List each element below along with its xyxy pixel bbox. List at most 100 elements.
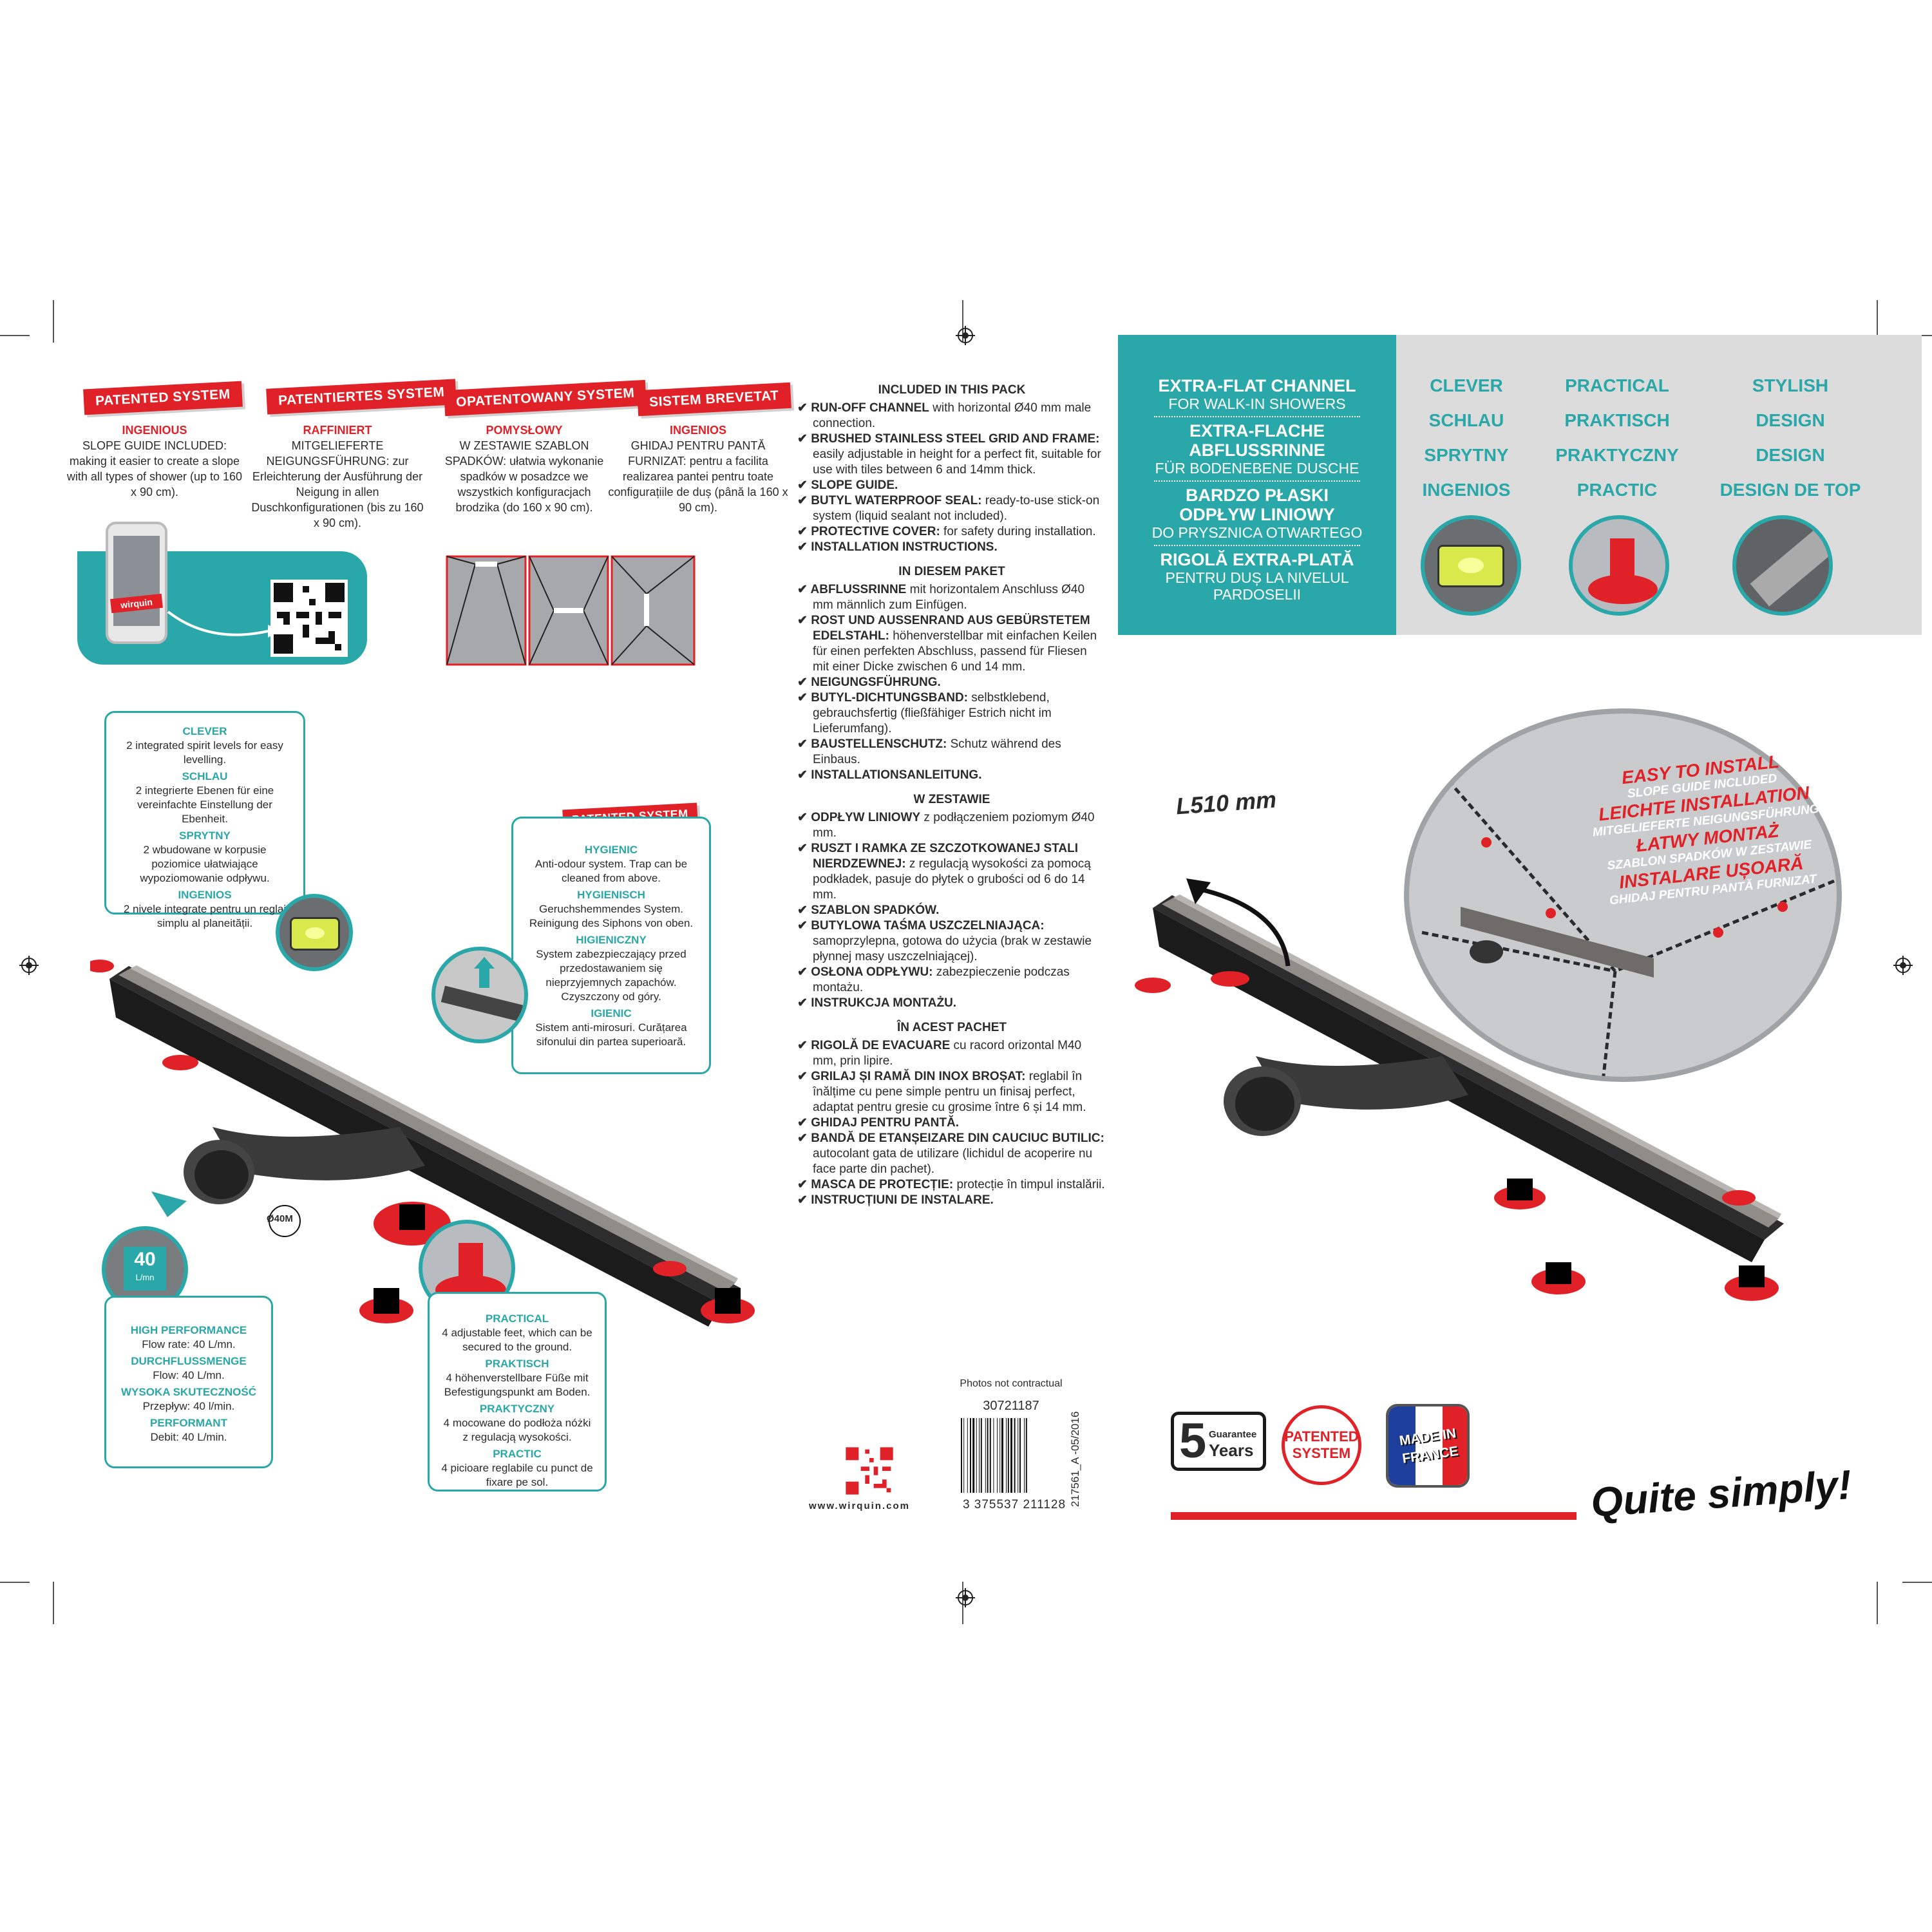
feature-heading: SCHLAU xyxy=(182,770,228,782)
barcode-bar xyxy=(970,1418,971,1493)
quality-practical: PRACTICAL PRAKTISCH PRAKTYCZNY PRACTIC xyxy=(1543,368,1691,507)
patent-body: GHIDAJ PENTRU PANTĂ FURNIZAT: pentru a f… xyxy=(608,439,788,514)
patent-column-ro: INGENIOS GHIDAJ PENTRU PANTĂ FURNIZAT: p… xyxy=(608,422,788,515)
pack-item-bold: BAUSTELLENSCHUTZ: xyxy=(811,737,947,751)
guarantee-line1: Guarantee xyxy=(1209,1429,1257,1440)
pack-item: OSŁONA ODPŁYWU: zabezpieczenie podczas m… xyxy=(797,965,1106,996)
phone-icon: wirquin xyxy=(106,522,167,644)
feature-heading: HIGIENICZNY xyxy=(576,934,647,946)
pack-item-text: z regulacją wysokości za pomocą podkłade… xyxy=(813,857,1091,902)
feature-heading: PRAKTYCZNY xyxy=(479,1403,555,1415)
barcode-bar xyxy=(989,1418,991,1493)
pack-item: BUTYLOWA TAŚMA USZCZELNIAJĄCA: samoprzyl… xyxy=(797,918,1106,965)
barcode-bar xyxy=(997,1418,998,1493)
patent-heading: POMYSŁOWY xyxy=(486,424,563,437)
crop-mark xyxy=(53,300,54,343)
slope-guide-chain-icon xyxy=(1421,764,1835,1077)
quality-label: PRACTIC xyxy=(1577,480,1658,500)
product-illustration-left xyxy=(90,960,755,1327)
pack-item-bold: NEIGUNGSFÜHRUNG. xyxy=(811,676,941,689)
pack-item-text: autocolant gata de utilizare (lichidul d… xyxy=(813,1147,1093,1176)
barcode-bar xyxy=(985,1418,986,1493)
title-sub: DO PRYSZNICA OTWARTEGO xyxy=(1151,524,1363,541)
pack-item: BUTYL-DICHTUNGSBAND: selbstklebend, gebr… xyxy=(797,690,1106,737)
pack-item-text: mit horizontalem Anschluss Ø40 mm männli… xyxy=(813,583,1085,612)
feature-text: Flow: 40 L/mn. xyxy=(153,1369,225,1381)
made-in-france-badge: MADE IN FRANCE xyxy=(1386,1404,1470,1488)
title-sub: FÜR BODENEBENE DUSCHE xyxy=(1155,460,1359,477)
feature-text: 4 picioare reglabile cu punct de fixare … xyxy=(441,1462,593,1488)
pack-item: INSTALLATION INSTRUCTIONS. xyxy=(797,540,1106,555)
pack-section-title: ÎN ACEST PACHET xyxy=(897,1021,1007,1034)
pack-item-text: with horizontal Ø40 mm male connection. xyxy=(813,401,1092,430)
feature-heading: DURCHFLUSSMENGE xyxy=(131,1355,247,1367)
pack-item: INSTALLATIONSANLEITUNG. xyxy=(797,768,1106,783)
qr-code-icon[interactable] xyxy=(270,580,348,657)
quality-stylish: STYLISH DESIGN DESIGN DESIGN DE TOP xyxy=(1713,368,1868,507)
feature-heading: HIGH PERFORMANCE xyxy=(130,1324,247,1336)
feature-heading: SPRYTNY xyxy=(179,829,231,842)
barcode-bar xyxy=(979,1418,980,1493)
pack-item: BAUSTELLENSCHUTZ: Schutz während des Ein… xyxy=(797,737,1106,768)
pack-item-text: z podłączeniem poziomym Ø40 mm. xyxy=(813,811,1095,840)
pack-item: RUSZT I RAMKA ZE SZCZOTKOWANEJ STALI NIE… xyxy=(797,841,1106,903)
quality-label: SPRYTNY xyxy=(1424,445,1509,465)
feature-text: 2 integrierte Ebenen für eine vereinfach… xyxy=(135,784,274,825)
feature-text: Geruchshemmendes System. Reinigung des S… xyxy=(529,903,694,929)
pack-item-bold: ABFLUSSRINNE xyxy=(810,583,907,596)
patent-column-de: RAFFINIERT MITGELIEFERTE NEIGUNGSFÜHRUNG… xyxy=(247,422,428,531)
pack-item-bold: PROTECTIVE COVER: xyxy=(811,525,940,538)
pack-item-bold: BUTYL-DICHTUNGSBAND: xyxy=(811,691,969,705)
title-main: RIGOLĂ EXTRA-PLATĂ xyxy=(1160,550,1354,569)
feature-text: 2 wbudowane w korpusie poziomice ułatwia… xyxy=(140,844,270,884)
outlet-label: Ø40M xyxy=(267,1213,293,1224)
pack-item-text: ready-to-use stick-on system (liquid sea… xyxy=(813,494,1100,523)
title-main: EXTRA-FLAT CHANNEL xyxy=(1158,376,1356,395)
pack-item-bold: INSTALLATIONSANLEITUNG. xyxy=(811,768,982,782)
feature-heading: PRACTICAL xyxy=(485,1312,549,1325)
pack-item-bold: OSŁONA ODPŁYWU: xyxy=(811,965,933,979)
registration-mark-icon xyxy=(19,956,39,975)
product-code: 30721187 xyxy=(983,1399,1039,1413)
quality-label: DESIGN xyxy=(1756,410,1825,430)
feature-text: 4 mocowane do podłoża nóżki z regulacją … xyxy=(443,1417,591,1443)
feature-heading: PERFORMANT xyxy=(150,1417,227,1429)
feature-text: Przepływ: 40 l/min. xyxy=(142,1400,235,1412)
pack-item-bold: INSTALLATION INSTRUCTIONS. xyxy=(811,540,998,554)
pack-item-bold: BUTYLOWA TAŚMA USZCZELNIAJĄCA: xyxy=(811,919,1045,933)
pack-item-text: protecție în timpul instalării. xyxy=(953,1178,1105,1191)
slogan: Quite simply! xyxy=(1589,1461,1853,1526)
pack-item-text: Schutz während des Einbaus. xyxy=(813,737,1061,766)
crop-mark xyxy=(1902,1582,1932,1583)
barcode-bar xyxy=(1024,1418,1025,1493)
barcode-bar xyxy=(987,1418,989,1493)
quality-label: STYLISH xyxy=(1752,375,1829,395)
feature-text: Flow rate: 40 L/mn. xyxy=(142,1338,236,1350)
pack-item: BUTYL WATERPROOF SEAL: ready-to-use stic… xyxy=(797,493,1106,524)
guarantee-number: 5 xyxy=(1179,1414,1207,1468)
patent-banner-ro: SISTEM BREVETAT xyxy=(637,382,791,417)
barcode-bar xyxy=(980,1418,982,1493)
feature-text: 2 nivele integrate pentru un reglaj simp… xyxy=(123,903,287,929)
website-link[interactable]: www.wirquin.com xyxy=(809,1501,910,1511)
pack-item-text: selbstklebend, gebrauchsfertig (fließfäh… xyxy=(813,691,1052,735)
pack-item-bold: GHIDAJ PENTRU PANTĂ. xyxy=(811,1116,959,1130)
registration-mark-icon xyxy=(956,1588,975,1607)
flow-unit: L/mn xyxy=(135,1273,155,1282)
feature-heading: IGIENIC xyxy=(591,1007,632,1019)
pack-item: ABFLUSSRINNE mit horizontalem Anschluss … xyxy=(797,582,1106,613)
barcode-bar xyxy=(1025,1418,1027,1493)
feature-heading: PRACTIC xyxy=(493,1448,542,1460)
barcode-bar xyxy=(999,1418,1001,1493)
pack-section-title: W ZESTAWIE xyxy=(913,793,990,806)
barcode-bar xyxy=(976,1418,977,1493)
crop-mark xyxy=(1877,1582,1878,1624)
pack-item-bold: BRUSHED STAINLESS STEEL GRID AND FRAME: xyxy=(811,432,1100,446)
title-sub: PENTRU DUȘ LA NIVELUL PARDOSELII xyxy=(1165,569,1349,603)
feature-text: 2 integrated spirit levels for easy leve… xyxy=(126,739,283,766)
feature-text: Sistem anti-mirosuri. Curățarea sifonulu… xyxy=(535,1021,687,1048)
patent-heading: INGENIOUS xyxy=(122,424,187,437)
quality-label: DESIGN DE TOP xyxy=(1719,480,1861,500)
vertical-code: 217561_A -05/2016 xyxy=(1069,1411,1081,1507)
qr-code-small-icon[interactable] xyxy=(844,1445,895,1497)
